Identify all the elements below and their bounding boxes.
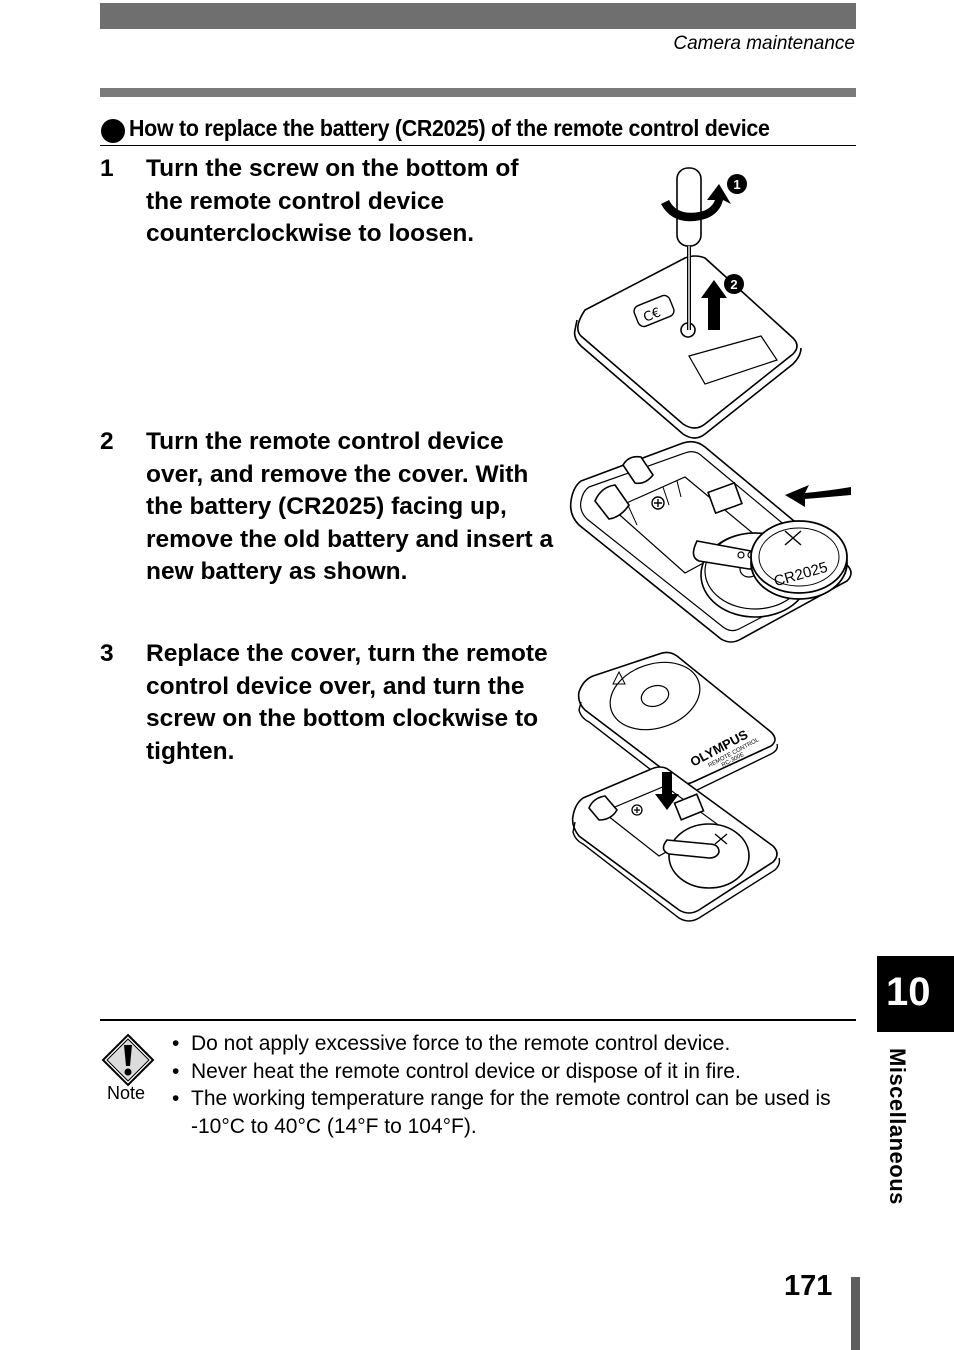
remote-cover: OLYMPUS REMOTE CONTROL RC-300E (577, 651, 779, 795)
note-divider (100, 1019, 856, 1021)
note-item: Do not apply excessive force to the remo… (170, 1030, 860, 1058)
callout-1: 1 (727, 174, 747, 194)
note-list: Do not apply excessive force to the remo… (170, 1030, 860, 1140)
chapter-number: 10 (886, 970, 931, 1014)
remote-base (571, 766, 781, 922)
svg-text:C€: C€ (641, 305, 663, 325)
down-arrow-icon (655, 772, 679, 810)
step-text: Replace the cover, turn the remote contr… (146, 640, 548, 765)
step-number: 3 (100, 640, 114, 667)
rotation-arrow-icon (661, 184, 731, 222)
chapter-tab: 10 (877, 956, 954, 1032)
step-number: 1 (100, 155, 114, 182)
cr2025-battery: CR2025 (750, 520, 848, 600)
page-number: 171 (784, 1270, 833, 1302)
curved-arrow-icon (785, 485, 851, 507)
step-number: 2 (100, 428, 114, 455)
note-warning-icon (101, 1033, 155, 1087)
note-label: Note (107, 1083, 146, 1103)
up-arrow-icon (701, 280, 727, 330)
note-item: Never heat the remote control device or … (170, 1058, 860, 1086)
svg-text:2: 2 (730, 277, 737, 292)
step1-illustration: C€ 1 2 (573, 167, 802, 439)
step-text: Turn the remote control device over, and… (146, 428, 554, 585)
note-item: The working temperature range for the re… (170, 1085, 860, 1140)
step2-illustration: CR2025 (569, 440, 852, 643)
chapter-name-container: Miscellaneous (884, 1048, 914, 1218)
section-heading: How to replace the battery (CR2025) of t… (100, 113, 856, 146)
header-rule (100, 88, 856, 97)
screwdriver (676, 167, 702, 330)
top-gray-bar (100, 3, 856, 29)
section-label: Camera maintenance (673, 33, 855, 54)
chapter-name: Miscellaneous (885, 1048, 910, 1205)
heading-text: How to replace the battery (CR2025) of t… (129, 115, 770, 141)
svg-text:1: 1 (733, 177, 740, 192)
heading-bullet-icon (101, 119, 125, 143)
step3-illustration: OLYMPUS REMOTE CONTROL RC-300E (571, 651, 781, 922)
page-number-bar (851, 1277, 860, 1350)
step-text: Turn the screw on the bottom of the remo… (146, 155, 519, 247)
callout-2: 2 (724, 274, 744, 294)
